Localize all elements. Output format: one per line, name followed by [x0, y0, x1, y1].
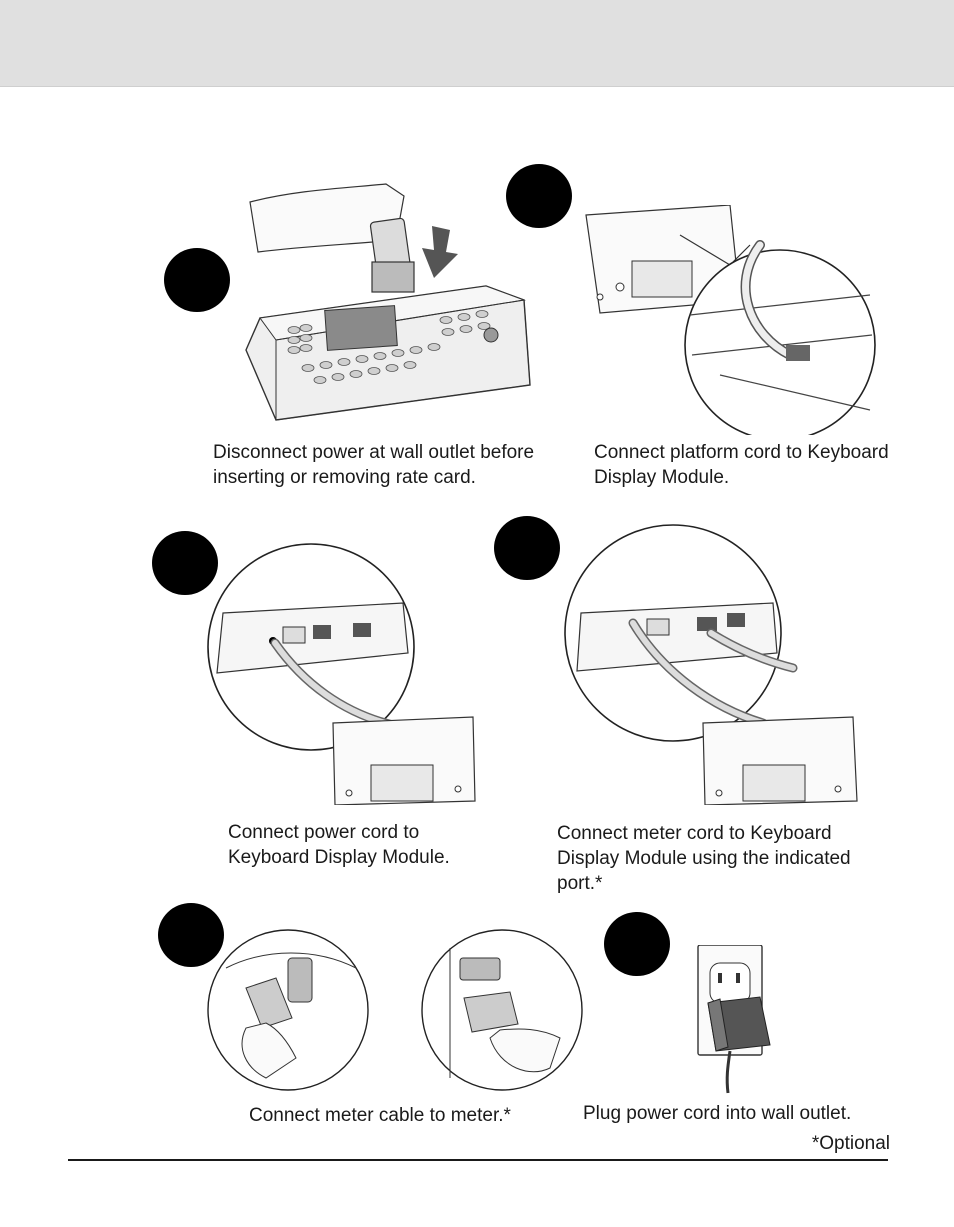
footer-rule	[68, 1159, 888, 1161]
keyboard-rate-card-illustration	[245, 183, 531, 421]
platform-cord-illustration	[585, 205, 876, 435]
step-marker-1	[164, 248, 230, 312]
meter-cord-connection-illustration	[564, 524, 858, 805]
optional-footnote: *Optional	[811, 1133, 890, 1154]
step-marker-6	[604, 912, 670, 976]
step-marker-4	[494, 516, 560, 580]
step-1-caption: Disconnect power at wall outlet before i…	[213, 442, 535, 488]
step-5-caption: Connect meter cable to meter.*	[249, 1105, 511, 1126]
header-band	[0, 0, 954, 87]
power-cord-connection-illustration	[207, 543, 476, 805]
step-3-caption: Connect power cord to Keyboard Display M…	[228, 822, 450, 868]
step-6-caption: Plug power cord into wall outlet.	[583, 1103, 852, 1124]
meter-cable-left-illustration	[207, 929, 369, 1091]
step-2-caption: Connect platform cord to Keyboard Displa…	[594, 442, 889, 488]
wall-outlet-illustration	[697, 945, 771, 1094]
step-4-caption: Connect meter cord to Keyboard Display M…	[557, 823, 851, 894]
step-marker-3	[152, 531, 218, 595]
step-marker-2	[506, 164, 572, 228]
step-marker-5	[158, 903, 224, 967]
meter-cable-right-illustration	[421, 929, 583, 1091]
